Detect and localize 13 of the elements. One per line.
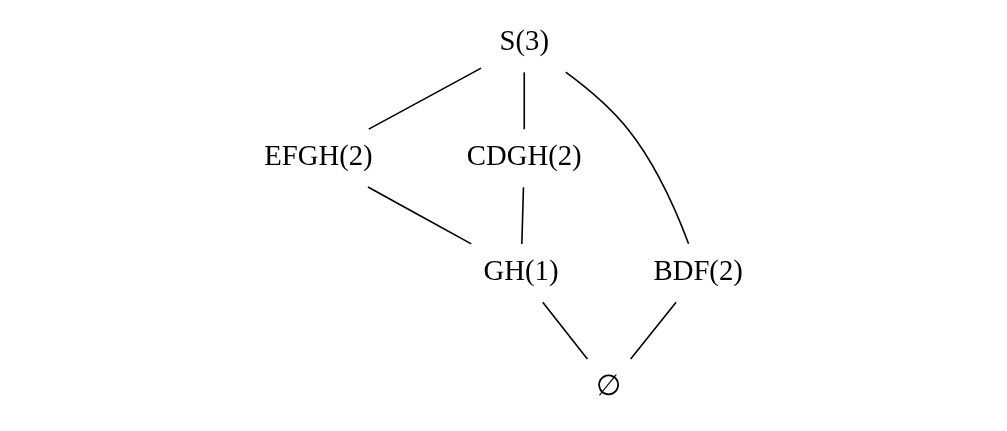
node-text: ∅ [596, 368, 622, 401]
connector [367, 186, 473, 245]
connector [541, 301, 589, 360]
connector [629, 301, 677, 360]
node-text: S(3) [499, 24, 549, 57]
node-text: BDF(2) [653, 253, 743, 286]
connector [367, 67, 482, 130]
node-text: EFGH(2) [264, 139, 373, 172]
connector [521, 186, 525, 245]
connector [564, 71, 690, 245]
node-text: GH(1) [483, 253, 559, 286]
node-text: CDGH(2) [466, 139, 582, 172]
connector [523, 71, 526, 130]
